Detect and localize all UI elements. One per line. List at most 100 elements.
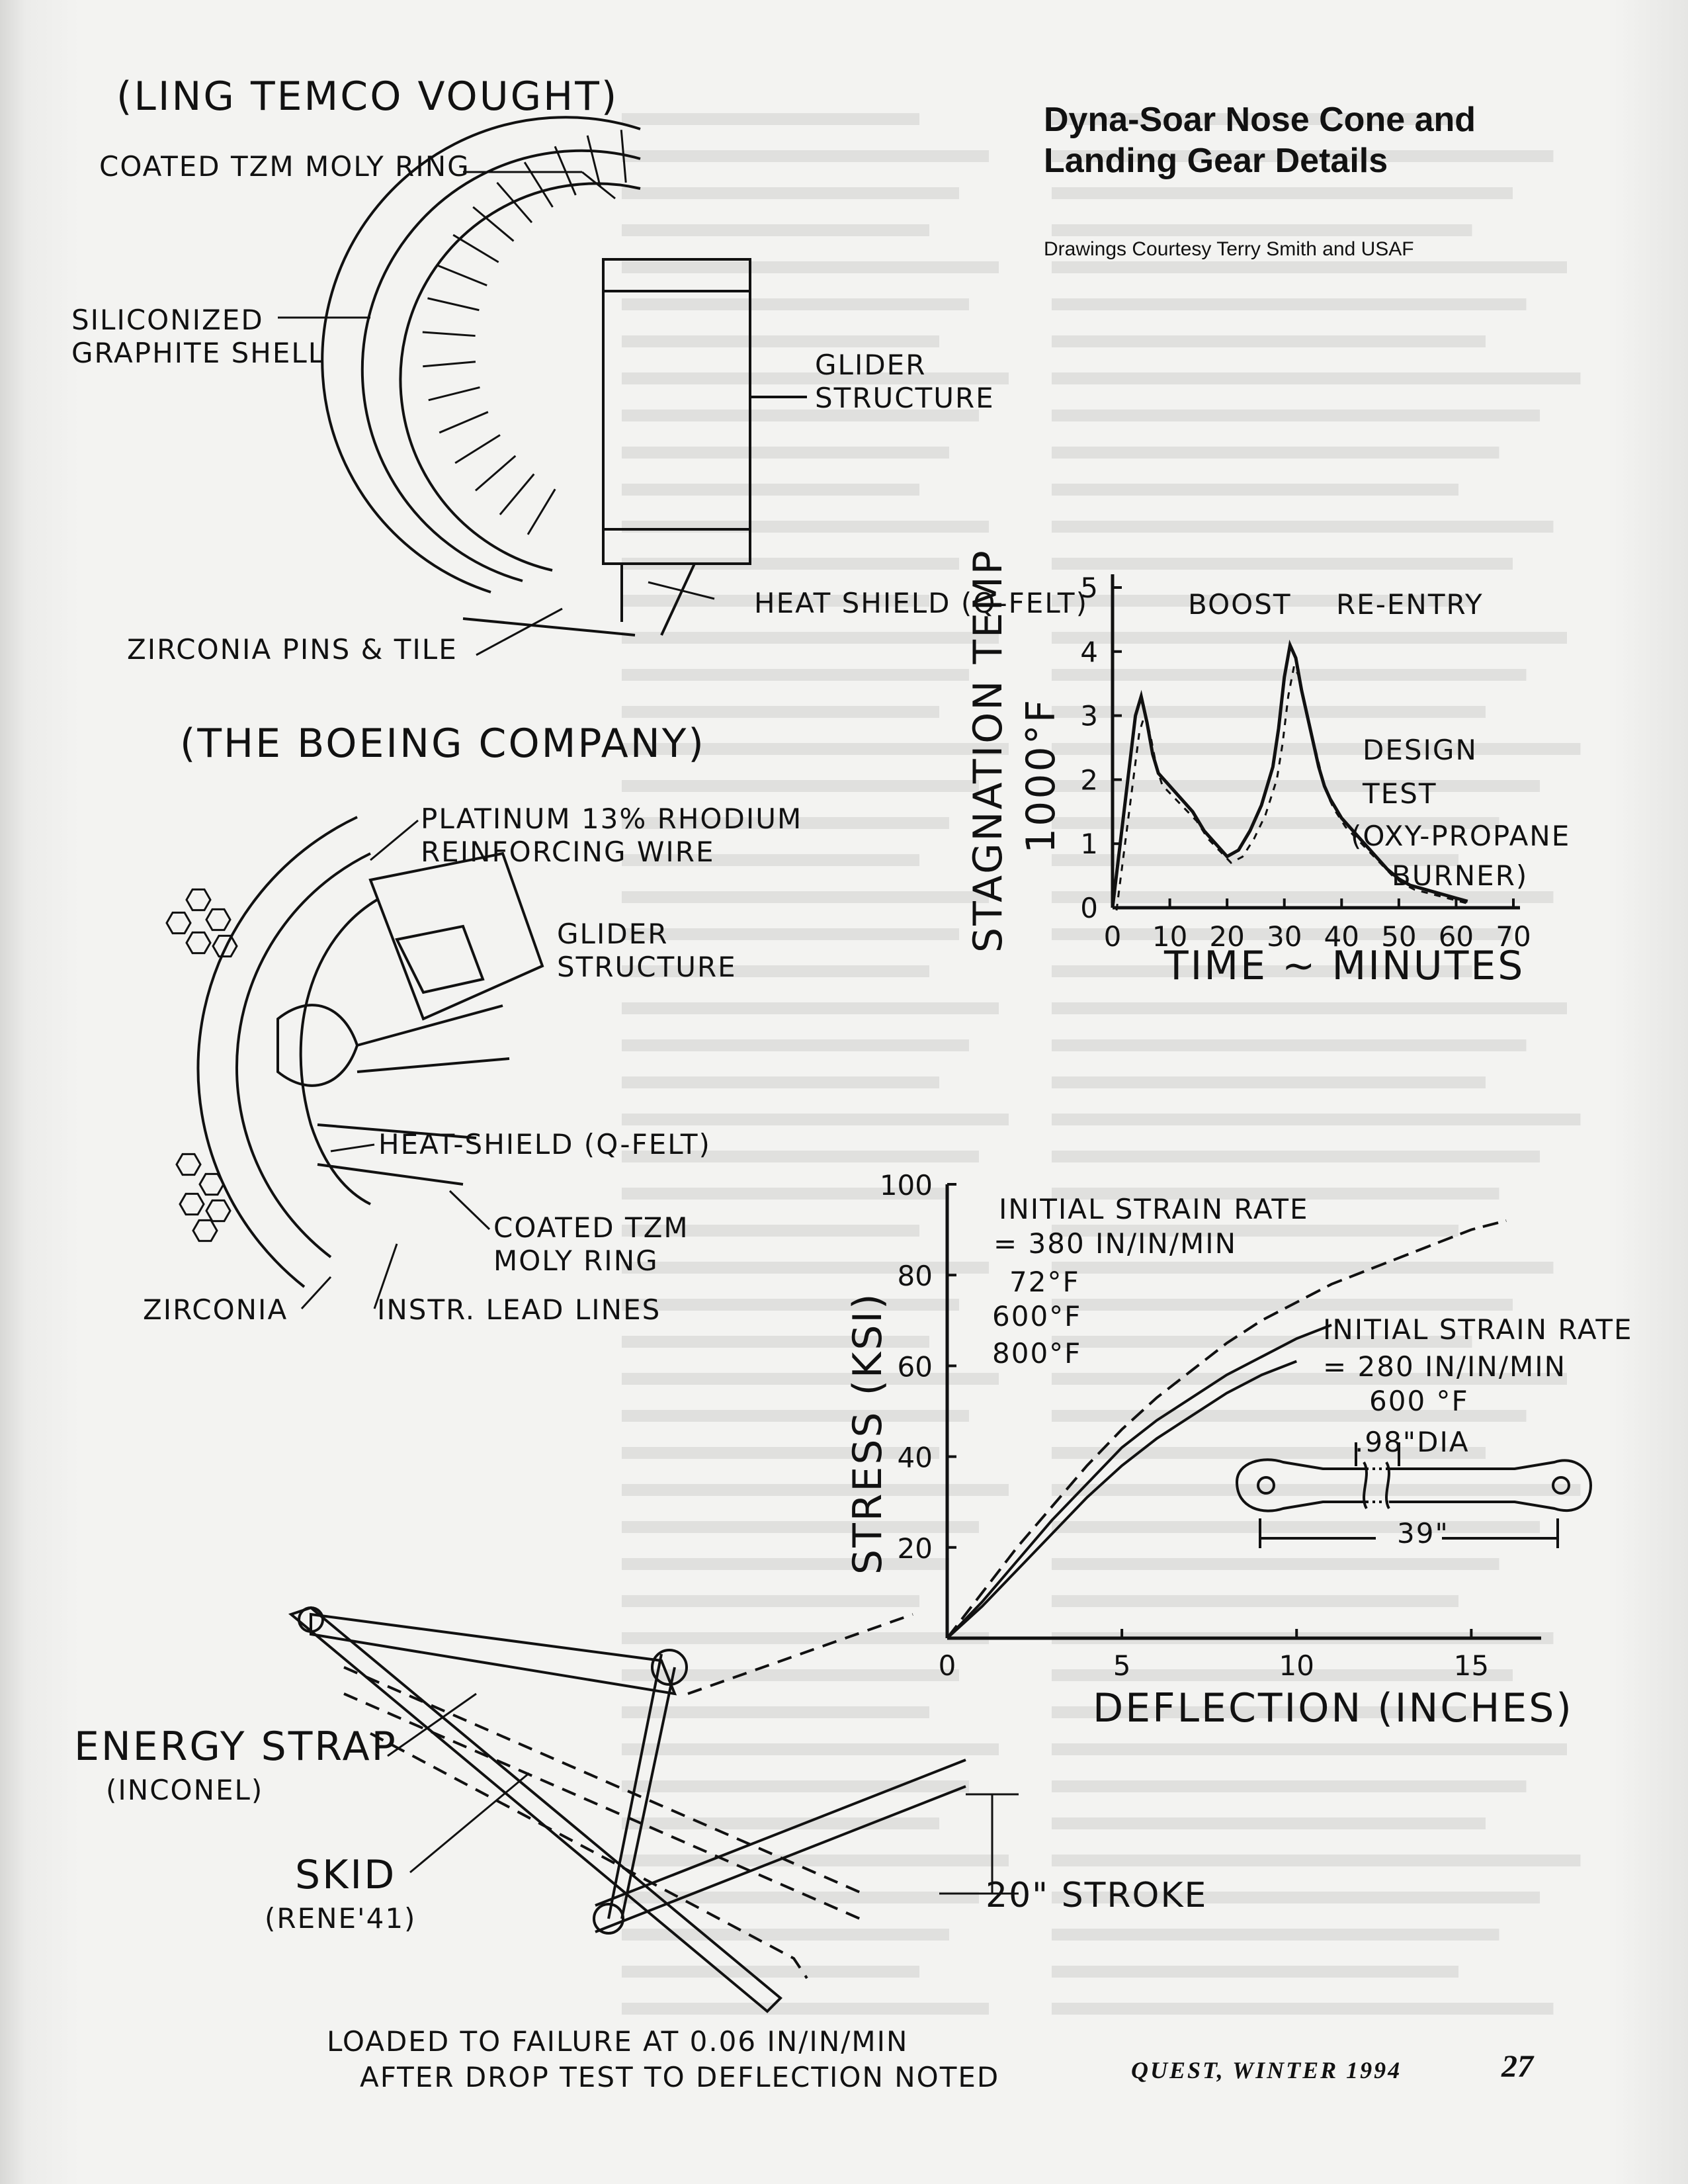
temp-x-tick-label: 30 bbox=[1267, 920, 1302, 953]
boeing-hex-tile bbox=[198, 1172, 225, 1196]
ltv-tile-divider bbox=[454, 434, 501, 464]
gear-leader-lines bbox=[387, 1692, 1019, 1895]
boeing-nose-cone-drawing bbox=[165, 816, 544, 1310]
temp-chart-series bbox=[1111, 639, 1472, 911]
title-line-1: Dyna-Soar Nose Cone and bbox=[1044, 101, 1476, 139]
ltv-pins-label: ZIRCONIA PINS & TILE bbox=[127, 633, 458, 666]
stress-chart-rate1-line2: = 380 IN/IN/MIN bbox=[993, 1227, 1238, 1260]
temp-x-tick-label: 50 bbox=[1381, 920, 1416, 953]
boeing-wire-label-2: REINFORCING WIRE bbox=[421, 836, 715, 868]
boeing-hex-tile bbox=[205, 908, 232, 932]
boeing-instr-label: INSTR. LEAD LINES bbox=[377, 1293, 661, 1326]
stress-chart-series bbox=[946, 1219, 1507, 1639]
specimen-dia-label: .98"DIA bbox=[1355, 1426, 1470, 1458]
stress-x-tick-label: 15 bbox=[1454, 1649, 1489, 1682]
boeing-hex-tile bbox=[205, 1199, 232, 1223]
temp-y-tick-label: 5 bbox=[1080, 572, 1098, 604]
ltv-tile-divider bbox=[527, 488, 556, 535]
temp-design-test-line bbox=[1115, 663, 1472, 911]
gear-extended-position bbox=[343, 1613, 913, 1980]
boeing-hex-tile bbox=[165, 911, 192, 935]
stress-x-tick-label: 10 bbox=[1279, 1649, 1314, 1682]
ltv-heat-shield-label: HEAT SHIELD (Q-FELT) bbox=[754, 587, 1088, 619]
ltv-tile-divider bbox=[586, 135, 601, 187]
ltv-tile-divider bbox=[422, 331, 476, 337]
temp-y-tick-label: 0 bbox=[1080, 892, 1098, 924]
boeing-glider-label-1: GLIDER bbox=[557, 918, 669, 950]
temp-x-tick-label: 40 bbox=[1324, 920, 1359, 953]
temp-x-tick-label: 70 bbox=[1496, 920, 1531, 953]
boeing-hex-tile bbox=[175, 1153, 202, 1176]
ltv-tile-divider bbox=[474, 455, 517, 492]
stroke-label: 20" STROKE bbox=[986, 1876, 1208, 1915]
stress-series-line bbox=[946, 1360, 1297, 1639]
stress-x-tick-label: 5 bbox=[1113, 1649, 1131, 1682]
ltv-tile-divider bbox=[472, 206, 515, 242]
ltv-tile-divider bbox=[554, 146, 577, 196]
drawing-credit: Drawings Courtesy Terry Smith and USAF bbox=[1044, 238, 1414, 260]
ltv-zirconia-tiles bbox=[422, 130, 627, 535]
ltv-tile-divider bbox=[437, 264, 487, 286]
temp-chart-test-label: TEST bbox=[1363, 777, 1437, 810]
temp-x-tick-label: 0 bbox=[1104, 920, 1122, 953]
stress-chart-rate2-line2: = 280 IN/IN/MIN bbox=[1323, 1350, 1567, 1383]
stress-series-line bbox=[946, 1323, 1332, 1639]
title-line-2: Landing Gear Details bbox=[1044, 142, 1388, 180]
ltv-tile-divider bbox=[523, 161, 554, 208]
temp-chart-x-axis-title: TIME ~ MINUTES bbox=[1164, 943, 1525, 989]
gear-note-line-2: AFTER DROP TEST TO DEFLECTION NOTED bbox=[360, 2061, 1000, 2093]
boeing-hex-tile bbox=[185, 931, 212, 955]
ltv-leader-lines bbox=[278, 171, 715, 656]
ltv-tile-divider bbox=[452, 234, 499, 263]
specimen-length-label: 39" bbox=[1397, 1517, 1449, 1550]
stress-chart-72f: 72°F bbox=[1009, 1266, 1080, 1298]
temp-y-tick-label: 2 bbox=[1080, 764, 1098, 796]
stress-y-tick-label: 20 bbox=[898, 1532, 933, 1565]
bleed-lines bbox=[622, 113, 1009, 2015]
ltv-tile-divider bbox=[439, 411, 489, 434]
boeing-hex-tile bbox=[212, 934, 238, 958]
ltv-tile-divider bbox=[427, 297, 480, 312]
page-number: 27 bbox=[1501, 2049, 1533, 2084]
boeing-hex-tile bbox=[179, 1192, 205, 1216]
boeing-moly-label-2: MOLY RING bbox=[493, 1245, 659, 1277]
stress-chart-600f-2: 600 °F bbox=[1369, 1385, 1469, 1417]
stress-chart-x-axis-title: DEFLECTION (INCHES) bbox=[1093, 1685, 1574, 1731]
temp-chart-design-label: DESIGN bbox=[1363, 734, 1478, 766]
ltv-tile-divider bbox=[428, 386, 480, 402]
ltv-glider-structure bbox=[462, 258, 807, 636]
ltv-glider-label-2: STRUCTURE bbox=[815, 382, 995, 414]
ltv-tile-divider bbox=[423, 361, 476, 368]
gear-skid-strut bbox=[288, 1606, 966, 2013]
skid-label: SKID bbox=[295, 1852, 397, 1898]
ltv-shell-label-2: GRAPHITE SHELL bbox=[71, 337, 325, 369]
gear-note-line-1: LOADED TO FAILURE AT 0.06 IN/IN/MIN bbox=[327, 2025, 909, 2058]
boeing-company-label: (THE BOEING COMPANY) bbox=[180, 721, 706, 767]
boeing-hex-tile bbox=[185, 888, 212, 912]
boeing-hex-tile bbox=[192, 1219, 218, 1243]
ltv-glider-label-1: GLIDER bbox=[815, 349, 927, 381]
temp-chart-burner-label-1: (OXY-PROPANE bbox=[1351, 820, 1571, 852]
energy-strap-material: (INCONEL) bbox=[106, 1774, 264, 1806]
stress-y-tick-label: 60 bbox=[898, 1350, 933, 1383]
boeing-wire-label-1: PLATINUM 13% RHODIUM bbox=[421, 803, 803, 835]
stress-chart-600f: 600°F bbox=[992, 1300, 1082, 1332]
bleed-through-texture bbox=[622, 106, 1019, 2025]
energy-strap-label: ENERGY STRAP bbox=[74, 1724, 398, 1770]
temp-x-tick-label: 10 bbox=[1152, 920, 1187, 953]
temp-x-tick-label: 20 bbox=[1209, 920, 1244, 953]
ltv-tile-divider bbox=[496, 181, 533, 224]
temp-y-tick-label: 1 bbox=[1080, 828, 1098, 860]
skid-material: (RENE'41) bbox=[265, 1902, 417, 1935]
temp-y-tick-label: 4 bbox=[1080, 636, 1098, 668]
specimen-outline bbox=[1236, 1442, 1593, 1548]
stress-chart-axes bbox=[945, 1184, 1541, 1640]
boeing-zirconia-label: ZIRCONIA bbox=[143, 1293, 288, 1326]
stress-x-tick-label: 0 bbox=[939, 1649, 956, 1682]
boeing-hex-tiles bbox=[165, 888, 238, 1243]
temp-chart-boost-label: BOOST bbox=[1188, 588, 1292, 621]
ltv-tile-divider bbox=[620, 130, 627, 183]
stress-series-line bbox=[946, 1219, 1507, 1639]
stress-y-tick-label: 100 bbox=[880, 1169, 933, 1201]
